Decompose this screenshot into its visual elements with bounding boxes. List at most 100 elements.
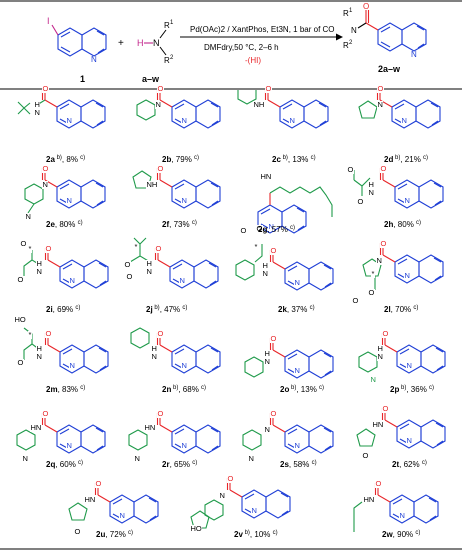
atom-label: O [17,275,24,284]
product-label-2f: 2f, 73% c) [162,218,197,230]
yield-value: , 37% [286,305,310,314]
footnote-b: b) [152,305,160,311]
yield-value: , 62% [399,460,422,469]
atom-label: N [377,352,384,361]
footnote-b: b) [289,385,297,391]
yield-value: , 60% [55,460,79,469]
yield-value: , 57% [267,225,291,234]
footnote-c: c) [80,385,86,391]
atom-label: H [368,180,375,189]
reactant2-label: a–w [142,74,160,84]
product-label-2d: 2d b), 21% c) [384,153,428,165]
product-2o [244,337,334,379]
yield-value: , 68% [178,385,202,394]
compound-id: 2l [384,305,391,314]
atom-label: O [240,226,247,235]
product-label-2w: 2w, 90% c) [382,528,420,540]
atom-label: N [368,188,375,197]
product-2t [356,407,446,449]
footnote-c: c) [309,305,315,311]
conditions-line1: Pd(OAc)2 / XantPhos, Et3N, 1 bar of CO [190,25,335,34]
atom-label: O [42,84,49,93]
product-oxygen: O [363,2,369,11]
atom-label: O [124,260,131,269]
product-2l [362,242,444,290]
atom-label: O [45,244,52,253]
footnote-c: c) [415,530,421,536]
compound-id: 2n [162,385,172,394]
yield-value: , 90% [392,530,416,539]
product-2u [68,482,159,524]
atom-label: N [36,352,43,361]
product-label-2k: 2k, 37% c) [278,303,315,315]
product-2p [358,332,446,374]
yield-value: , 10% [249,530,273,539]
atom-label: * [134,242,138,251]
product-label-2g: 2g, 57% c) [258,223,295,235]
product-label-2b: 2b, 79% c) [162,153,199,165]
product-label-2o: 2o b), 13% c) [280,383,324,395]
footnote-c: c) [429,385,435,391]
compound-id: 2h [384,220,394,229]
atom-label: HN [30,423,42,432]
atom-label: N [219,491,226,500]
atom-label: O [74,527,81,536]
compound-id: 2f [162,220,170,229]
product-label-2a: 2a b), 8% c) [46,153,85,165]
product-2n [130,327,221,374]
footnote-b: b) [171,385,179,391]
atom-label: HO [190,524,203,533]
atom-label: * [28,244,32,253]
footnote-c: c) [75,305,81,311]
compound-id: 2m [46,385,58,394]
atom-label: HO [14,315,27,324]
footnote-c: c) [194,155,200,161]
atom-label: O [95,479,102,488]
yield-value: , 58% [288,460,312,469]
atom-label: * [371,269,375,278]
svg-text:1: 1 [349,8,353,14]
atom-label: H [146,259,153,268]
atom-label: O [270,334,277,343]
atom-label: * [254,242,258,251]
atom-label: N [404,271,411,280]
product-2j [129,237,219,289]
atom-label: O [256,224,263,233]
yield-value: , 79% [171,155,195,164]
yield-value: , 65% [169,460,193,469]
svg-text:2: 2 [349,40,353,46]
atom-label: H [262,261,269,270]
atom-label: O [157,84,164,93]
yield-value: , 13% [296,385,320,394]
atom-label: N [25,212,32,221]
footnote-c: c) [272,530,278,536]
atom-label: N [42,180,49,189]
atom-label: N [377,100,384,109]
footnote-b: b) [242,530,250,536]
footnote-c: c) [191,220,197,226]
product-2s [242,412,334,454]
product-label-2p: 2p b), 36% c) [390,383,434,395]
footnote-c: c) [311,460,317,466]
product-2w [353,482,439,532]
product-scaffold [357,10,427,52]
product-label-2c: 2c b), 13% c) [272,153,316,165]
atom-label: HN [144,423,156,432]
reactant1-label: 1 [80,74,85,84]
yield-value: , 69% [52,305,76,314]
atom-label: O [382,404,389,413]
atom-label: N [69,276,76,285]
product-2r [128,412,221,454]
compound-id: 2w [382,530,393,539]
product-2k [235,244,334,291]
atom-label: HN [260,172,272,181]
atom-label: N [134,454,141,463]
byproduct-hi: -(HI) [245,56,261,65]
footnote-c: c) [423,155,429,161]
svg-text:1: 1 [170,20,174,26]
atom-label: N [155,100,162,109]
atom-label: O [155,244,162,253]
footnote-c: c) [416,220,422,226]
product-label-2e: 2e, 80% c) [46,218,83,230]
atom-label: * [28,330,32,339]
